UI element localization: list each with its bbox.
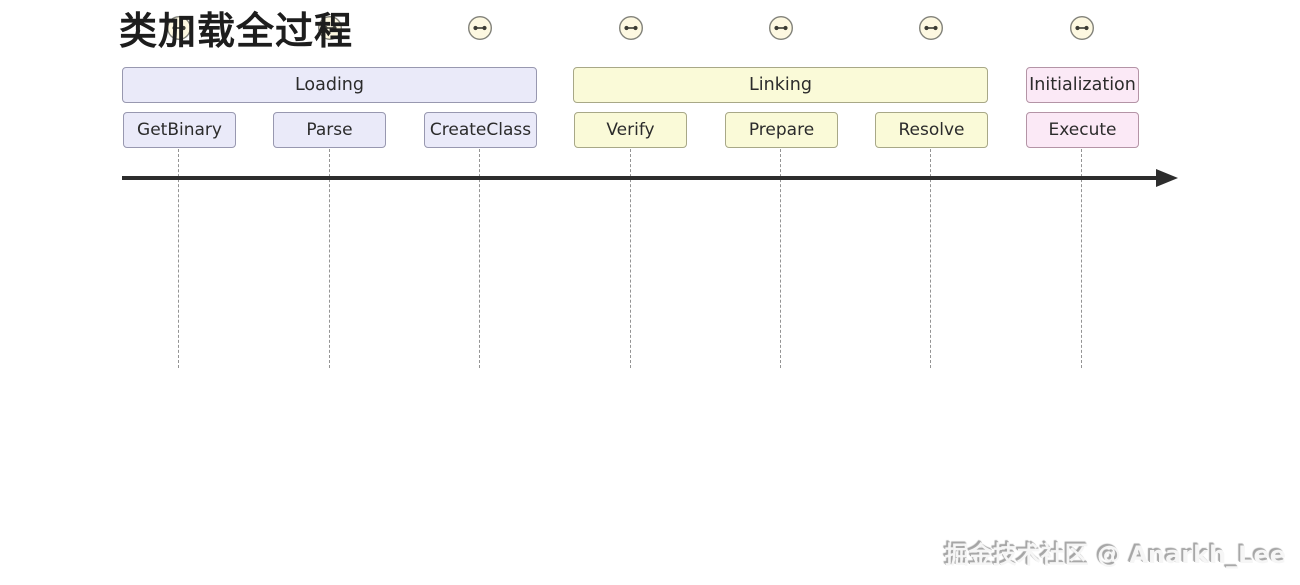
link-dots-icon <box>467 15 493 41</box>
timeline-axis <box>122 176 1160 180</box>
dashed-dropline <box>630 149 631 368</box>
dashed-dropline <box>780 149 781 368</box>
step-verify: Verify <box>574 112 687 148</box>
dashed-dropline <box>178 149 179 368</box>
link-dots-icon <box>166 15 192 41</box>
timeline-arrowhead <box>1156 169 1178 187</box>
step-getbinary: GetBinary <box>123 112 236 148</box>
watermark: 掘金技术社区 @ Anarkh_Lee <box>944 541 1286 569</box>
link-dots-icon <box>317 15 343 41</box>
phase-linking: Linking <box>573 67 988 103</box>
dashed-dropline <box>1081 149 1082 368</box>
phase-loading: Loading <box>122 67 537 103</box>
dashed-dropline <box>479 149 480 368</box>
step-prepare: Prepare <box>725 112 838 148</box>
link-dots-icon <box>618 15 644 41</box>
page-title: 类加载全过程 <box>119 9 354 53</box>
step-resolve: Resolve <box>875 112 988 148</box>
phase-initialization: Initialization <box>1026 67 1139 103</box>
dashed-dropline <box>930 149 931 368</box>
step-parse: Parse <box>273 112 386 148</box>
link-dots-icon <box>768 15 794 41</box>
step-execute: Execute <box>1026 112 1139 148</box>
link-dots-icon <box>1069 15 1095 41</box>
dashed-dropline <box>329 149 330 368</box>
step-createclass: CreateClass <box>424 112 537 148</box>
link-dots-icon <box>918 15 944 41</box>
